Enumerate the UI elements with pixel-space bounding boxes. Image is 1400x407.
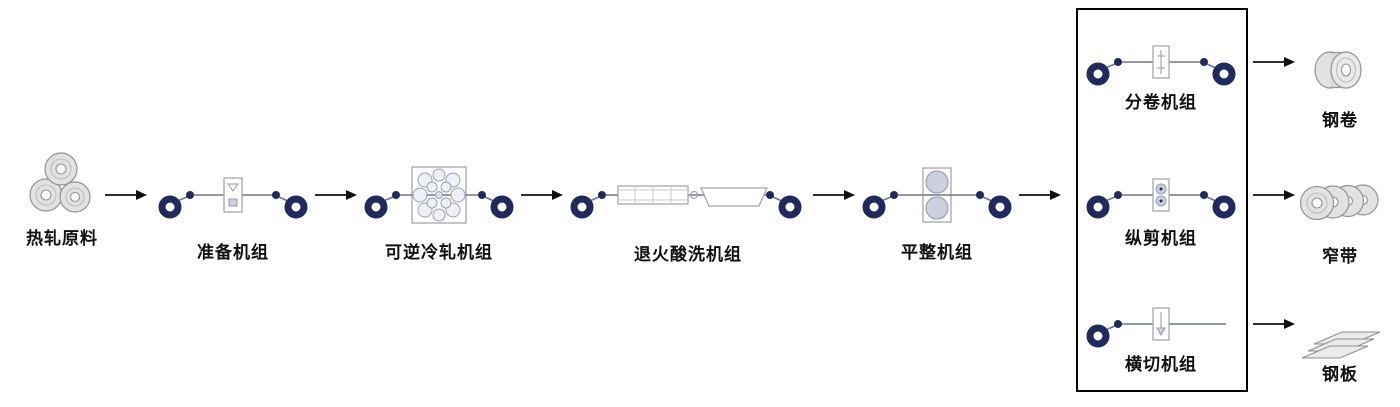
slitting-unit-icon bbox=[1086, 178, 1236, 219]
flow-arrow-icon bbox=[1019, 190, 1061, 200]
flow-arrow-icon bbox=[813, 190, 855, 200]
product-label-coil: 钢卷 bbox=[1322, 111, 1358, 130]
flow-arrow-icon bbox=[1253, 319, 1295, 329]
source-label: 热轧原料 bbox=[26, 229, 98, 248]
narrow-strip-coils-icon bbox=[1300, 184, 1379, 221]
product-label-narrow-strip: 窄带 bbox=[1322, 247, 1358, 266]
flow-arrow-icon bbox=[1253, 190, 1295, 200]
stage-label-temper: 平整机组 bbox=[901, 243, 973, 262]
finishing-label-cross-cutting: 横切机组 bbox=[1125, 355, 1197, 374]
cross-cutting-unit-icon bbox=[1086, 307, 1226, 348]
product-label-plate: 钢板 bbox=[1322, 365, 1358, 384]
finishing-label-recoiling: 分卷机组 bbox=[1125, 93, 1197, 112]
recoiling-unit-icon bbox=[1086, 45, 1236, 86]
stage-label-prep: 准备机组 bbox=[197, 243, 269, 262]
annealing-pickling-unit-icon bbox=[570, 185, 802, 219]
reversible-cold-mill-icon bbox=[364, 166, 514, 224]
stage-label-anneal-pickle: 退火酸洗机组 bbox=[634, 245, 742, 264]
flow-arrow-icon bbox=[105, 190, 147, 200]
flow-arrow-icon bbox=[521, 190, 563, 200]
prep-unit-icon bbox=[158, 177, 308, 219]
temper-mill-icon bbox=[862, 167, 1012, 223]
steel-coil-icon bbox=[1314, 51, 1362, 89]
hot-rolled-coils-icon bbox=[29, 152, 91, 213]
stage-label-cold-mill: 可逆冷轧机组 bbox=[385, 243, 493, 262]
flow-arrow-icon bbox=[315, 190, 357, 200]
finishing-units-box bbox=[1076, 8, 1248, 392]
flow-arrow-icon bbox=[1253, 57, 1295, 67]
finishing-label-slitting: 纵剪机组 bbox=[1125, 229, 1197, 248]
steel-plate-icon bbox=[1301, 331, 1381, 359]
